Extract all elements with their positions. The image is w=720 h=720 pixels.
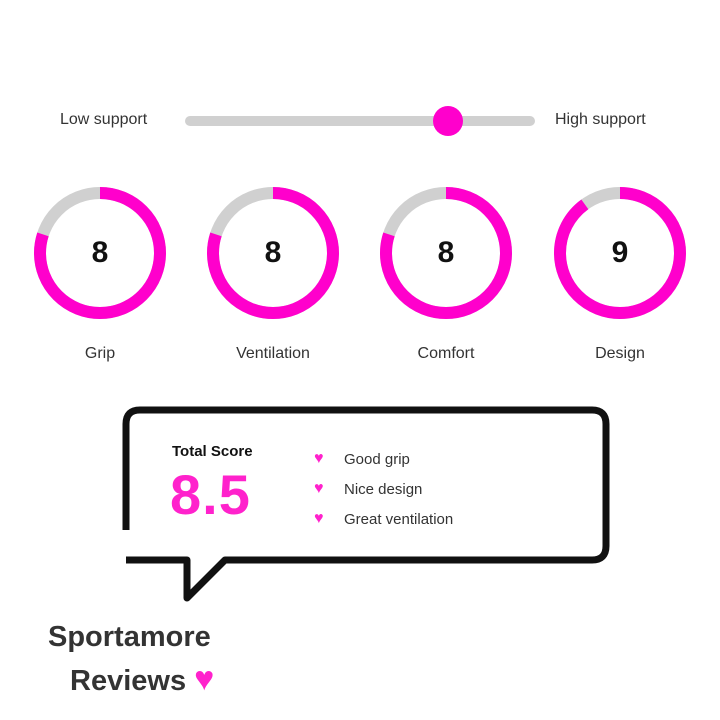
pro-text: Great ventilation	[344, 510, 454, 528]
brand-line1: Sportamore	[48, 621, 211, 653]
rating-ring-design: 9	[552, 185, 688, 321]
brand-logo: Sportamore Reviews ♥	[48, 616, 214, 702]
low-support-label: Low support	[60, 111, 148, 128]
rating-label: Ventilation	[236, 345, 310, 362]
rating-score: 8	[264, 236, 282, 269]
total-score-label: Total Score	[172, 443, 253, 460]
ring-fill	[207, 187, 339, 319]
list-item: ♥ Nice design	[314, 474, 453, 504]
list-item: ♥ Good grip	[314, 444, 453, 474]
heart-icon: ♥	[314, 450, 324, 467]
rating-label: Grip	[84, 345, 116, 362]
rating-score: 8	[437, 236, 455, 269]
support-slider[interactable]	[185, 106, 535, 136]
rating-score: 8	[91, 236, 109, 269]
heart-icon: ♥	[194, 660, 215, 698]
heart-icon: ♥	[314, 510, 324, 527]
heart-icon: ♥	[314, 480, 324, 497]
total-score-value: 8.5	[170, 463, 251, 526]
high-support-label: High support	[555, 111, 646, 128]
rating-label: Comfort	[417, 345, 475, 362]
pro-text: Nice design	[344, 480, 423, 498]
list-item: ♥ Great ventilation	[314, 504, 453, 534]
rating-ring-grip: 8	[32, 185, 168, 321]
ring-fill	[380, 187, 512, 319]
rating-score: 9	[611, 236, 629, 269]
ring-fill	[34, 187, 166, 319]
pro-text: Good grip	[344, 450, 410, 468]
brand-line2: Reviews	[70, 665, 187, 697]
rating-ring-ventilation: 8	[205, 185, 341, 321]
rating-label: Design	[595, 345, 645, 362]
rating-ring-comfort: 8	[378, 185, 514, 321]
ring-fill	[554, 187, 686, 319]
pros-list: ♥ Good grip ♥ Nice design ♥ Great ventilati…	[314, 444, 453, 534]
slider-thumb[interactable]	[432, 106, 463, 136]
